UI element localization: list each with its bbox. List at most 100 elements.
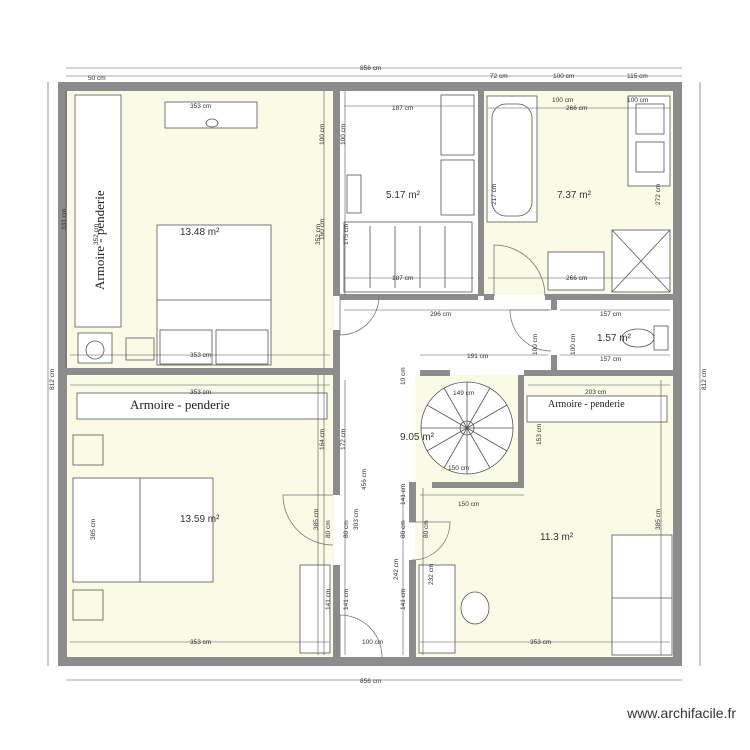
pillow-right [215,329,269,365]
dim-385-b: 385 cm [313,509,320,530]
dim-100-e: 100 cm [532,334,539,355]
wall-shower-south-b [545,294,673,300]
dim-352-b: 352 cm [315,224,322,245]
door-bottom-landing [339,614,383,658]
dim-100-g: 100 cm [362,639,383,646]
wall-bedroom1-south [67,368,340,375]
stair-step-9 [426,427,468,452]
nightstand-2a [72,434,104,466]
area-bathroom: 5.17 m² [386,190,421,201]
dim-157-a: 157 cm [600,311,621,318]
wardrobe-label-1: Armoire - penderie [92,190,107,290]
dim-456: 456 cm [361,469,368,490]
wall-bath-south [340,294,478,300]
door-bedroom-2 [282,494,334,546]
vanity-bathroom [440,94,475,156]
dim-353-b2: 353 cm [190,389,211,396]
dim-top-72: 72 cm [490,73,508,80]
bed-bedroom-2 [72,477,214,583]
bed-bedroom-3 [611,534,673,656]
wall-wc-west-lower [551,355,557,370]
dim-149: 149 cm [453,390,474,397]
bathtub-shower-room [486,95,538,223]
dim-141-d: 141 cm [400,484,407,505]
wall-stair-south [432,482,524,488]
door-bathroom [339,295,380,336]
dim-272: 272 cm [655,184,662,205]
dim-303: 303 cm [353,509,360,530]
wall-stair-north [420,370,450,376]
wall-bath-shower [478,91,484,296]
dim-353-b2-bottom: 353 cm [190,639,211,646]
vanity-basin-bottom [635,141,665,173]
dim-150-a: 150 cm [448,465,469,472]
pillow-left [159,329,213,365]
dim-10: 10 cm [400,367,407,385]
wardrobe-bedroom-1 [74,94,122,328]
dim-242: 242 cm [393,559,400,580]
double-vanity [627,95,671,187]
stair-step-6 [466,427,491,469]
dim-187-top: 187 cm [392,105,413,112]
chair-bedroom-3 [460,591,490,625]
area-bedroom-1: 13.48 m² [180,227,220,238]
dim-141-a: 141 cm [325,589,332,610]
wall-outer-left [58,82,67,666]
chair-bedroom-1 [125,337,155,361]
wall-outer-bottom [58,657,682,666]
dim-80-b: 80 cm [343,520,350,538]
dim-191: 191 cm [467,353,488,360]
dim-203: 203 cm [585,389,606,396]
wardrobe-label-3: Armoire - penderie [548,399,625,410]
dim-141-c: 141 cm [400,589,407,610]
bathtub [343,221,473,293]
dim-overall-bottom: 856 cm [360,678,381,685]
wall-bedroom2-east [333,375,340,495]
area-shower-room: 7.37 m² [557,190,592,201]
wardrobe-label-2: Armoire - penderie [130,397,230,412]
spiral-staircase [420,381,514,475]
dim-266-bottom: 266 cm [566,275,587,282]
dim-top-100: 100 cm [553,73,574,80]
dim-331: 331 cm [61,209,68,230]
area-wc: 1.57 m² [597,333,632,344]
wardrobe-labels: Armoire - penderie Armoire - penderie Ar… [92,190,625,412]
wall-bedroom2-east-lower [333,565,340,657]
dim-353-b3-bottom: 353 cm [530,639,551,646]
wall-bedroom1-east-lower [333,330,340,372]
furniture [72,94,673,656]
dim-80-d: 80 cm [423,520,430,538]
wall-stair-east [518,375,524,488]
dimension-lines [47,67,701,681]
stair-step-3 [466,404,508,429]
washer [440,159,475,216]
wall-outer-top [58,82,682,91]
dim-187-bottom: 187 cm [392,275,413,282]
dim-100-b: 100 cm [340,124,347,145]
dim-353-b1: 353 cm [190,352,211,359]
dim-353-top: 353 cm [190,103,211,110]
dim-296: 296 cm [430,311,451,318]
wall-wc-west [551,300,557,310]
stair-step-2 [466,387,491,429]
dim-top-115: 115 cm [627,73,648,80]
desk-bedroom-1 [164,101,258,129]
bed-bedroom-1 [156,224,272,366]
dim-266-top: 266 cm [566,105,587,112]
dim-172: 172 cm [340,429,347,450]
vanity-basin-top [635,103,665,135]
dim-top-50: 50 cm [88,75,106,82]
radiator-bathroom [346,174,362,214]
dim-150-b: 150 cm [458,501,479,508]
dim-100-c: 100 cm [552,97,573,104]
dim-80-c: 80 cm [400,520,407,538]
dim-217: 217 cm [491,184,498,205]
stair-step-8 [443,427,468,469]
desk-bedroom-3 [418,564,456,654]
wall-wc-south [524,370,673,376]
area-landing: 9.05 m² [400,432,435,443]
dim-100-a: 100 cm [319,124,326,145]
bench-shower-room [547,251,605,291]
dim-100-d: 100 cm [627,97,648,104]
